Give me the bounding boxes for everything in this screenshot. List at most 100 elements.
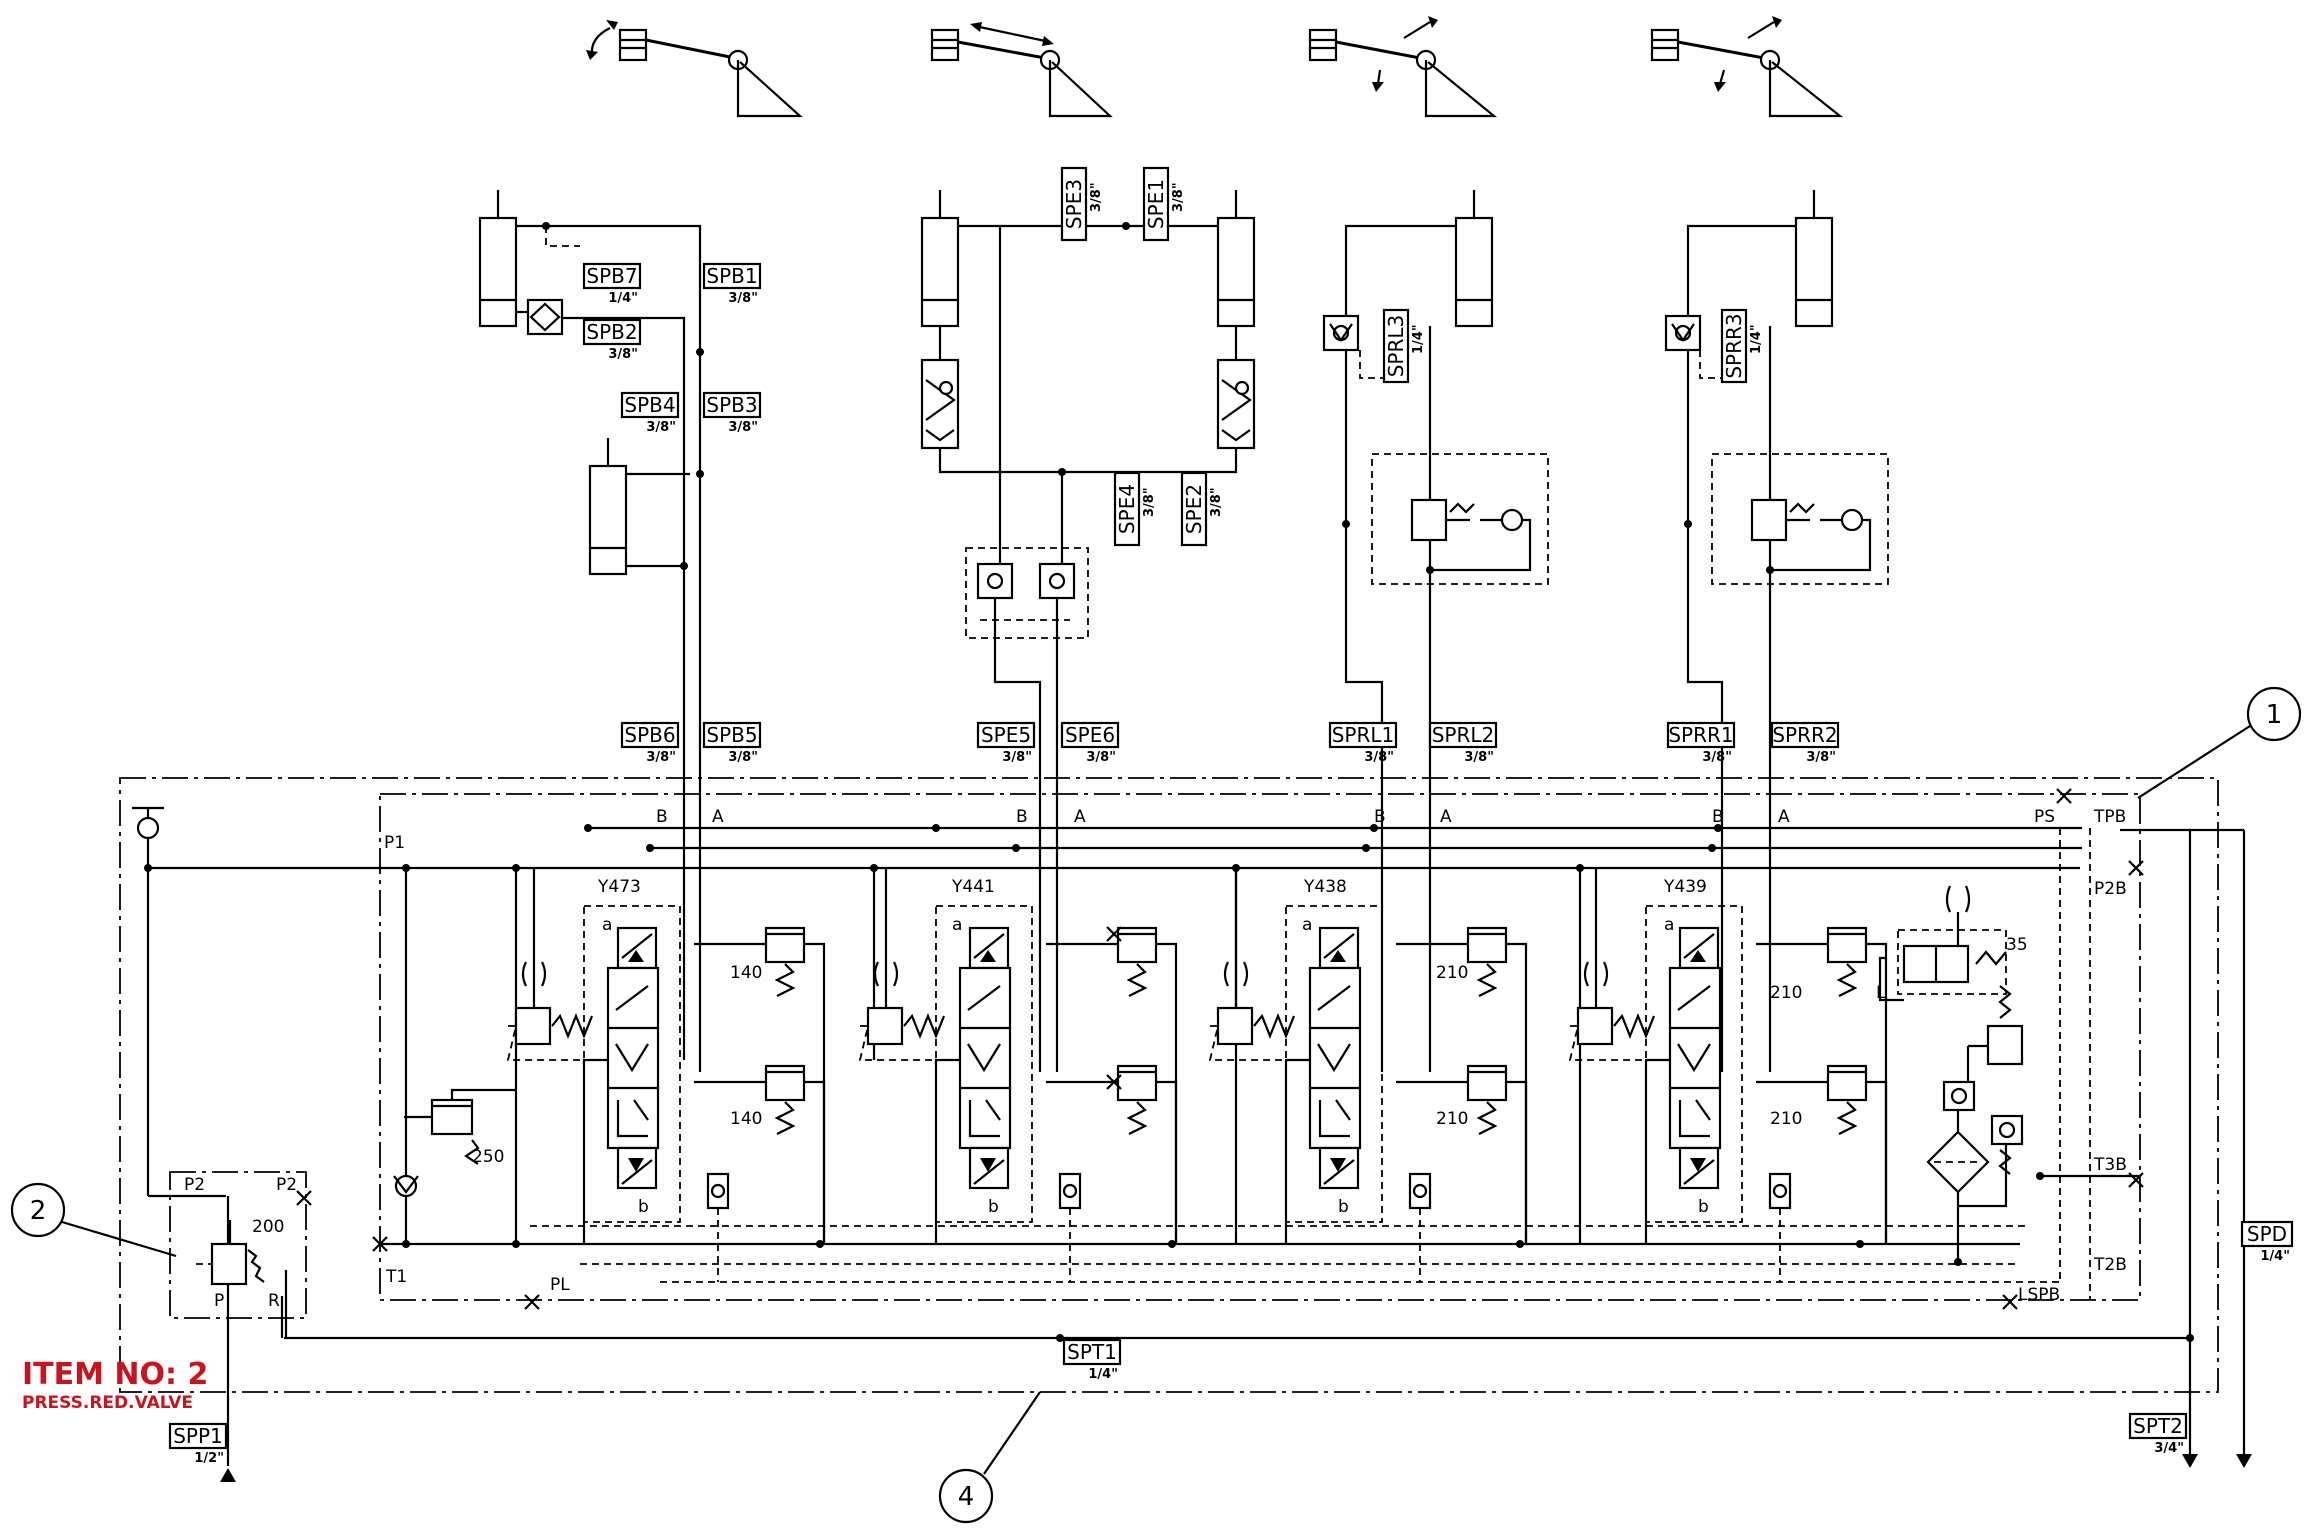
port-arrows xyxy=(220,1454,2252,1482)
port-spb6-size: 3/8" xyxy=(646,750,676,765)
port-r-label: R xyxy=(268,1291,280,1311)
outer-assembly-boundary xyxy=(119,777,2219,1393)
rotate-left-relief-label: 210 xyxy=(1436,1109,1468,1129)
port-spe5: SPE5 3/8" xyxy=(976,721,1036,765)
port-spe4-label: SPE4 xyxy=(1115,484,1139,534)
valve-sections xyxy=(506,868,1888,1282)
port-p-label: P xyxy=(214,1291,224,1311)
pilot-relief-valve xyxy=(1966,985,2024,1082)
pilot-a-label: a xyxy=(1664,915,1674,935)
port-sprl1-size: 3/8" xyxy=(1364,750,1394,765)
port-spe4-size: 3/8" xyxy=(1142,487,1157,517)
callout-4: 4 xyxy=(938,1391,1041,1524)
plugged-ports xyxy=(296,788,2144,1310)
cylinder-boom-2 xyxy=(588,438,628,576)
port-spe3-label: SPE3 xyxy=(1062,179,1086,229)
port-b-label: B xyxy=(1374,807,1386,827)
port-spb3-size: 3/8" xyxy=(728,420,758,435)
port-spe3-size: 3/8" xyxy=(1089,182,1104,212)
arm-pictogram-4 xyxy=(1650,16,1844,118)
check-valve-tank xyxy=(393,1174,419,1198)
port-a-label: A xyxy=(712,807,724,827)
load-hold-block-right xyxy=(1711,453,1889,585)
valve-y441-label: Y441 xyxy=(951,877,995,897)
port-p2b-label: P2B xyxy=(2094,879,2127,899)
control-section-1 xyxy=(506,868,826,1282)
port-spe5-label: SPE5 xyxy=(981,723,1031,747)
port-sprr2-size: 3/8" xyxy=(1806,750,1836,765)
pilot-b-label: b xyxy=(1338,1197,1349,1217)
port-sprr1: SPRR1 3/8" xyxy=(1666,721,1736,765)
pilot-supply-filter xyxy=(1926,1080,2024,1262)
port-sprr1-size: 3/8" xyxy=(1702,750,1732,765)
pilot-b-label: b xyxy=(638,1197,649,1217)
arm-pictogram-3 xyxy=(1308,16,1498,118)
port-sprl1-label: SPRL1 xyxy=(1332,723,1395,747)
port-a-label: A xyxy=(1778,807,1790,827)
arm-pictogram-1 xyxy=(586,20,803,118)
load-hold-block-left xyxy=(1371,453,1549,585)
port-spb4-size: 3/8" xyxy=(646,420,676,435)
item-number-subtitle: PRESS.RED.VALVE xyxy=(22,1393,193,1413)
control-section-2 xyxy=(858,868,1178,1282)
port-a-label: A xyxy=(1074,807,1086,827)
port-spp1-size: 1/2" xyxy=(194,1451,224,1466)
port-sprl1: SPRL1 3/8" xyxy=(1328,721,1398,765)
port-lspb-label: LSPB xyxy=(2018,1285,2060,1305)
port-spb4-label: SPB4 xyxy=(624,393,675,417)
port-sprr1-label: SPRR1 xyxy=(1668,723,1733,747)
pressure-reducing-valve-boundary xyxy=(169,1171,307,1319)
port-spt1-label: SPT1 xyxy=(1067,1340,1117,1364)
port-tpb-label: TPB xyxy=(2093,807,2126,827)
callout-1-text: 1 xyxy=(2266,700,2283,730)
port-ps-label: PS xyxy=(2034,807,2055,827)
port-spb1-label: SPB1 xyxy=(706,264,757,288)
junction-dots xyxy=(144,222,2194,1342)
check-valve-inlet xyxy=(132,806,164,840)
pilot-a-label: a xyxy=(952,915,962,935)
control-section-4 xyxy=(1568,868,1888,1282)
port-t3b-label: T3B xyxy=(2093,1155,2127,1175)
item-number-title: ITEM NO: 2 xyxy=(22,1357,208,1392)
cylinder-extension-left xyxy=(920,190,960,328)
port-spb2-size: 3/8" xyxy=(608,347,638,362)
port-spb4: SPB4 3/8" xyxy=(620,391,680,435)
manifold-galleries xyxy=(146,826,2246,1466)
pilot-pressure-label: 35 xyxy=(2006,935,2028,955)
port-sprl3-label: SPRL3 xyxy=(1384,315,1408,378)
cylinder-rotate-left xyxy=(1454,190,1494,328)
port-spb3: SPB3 3/8" xyxy=(702,391,762,435)
port-a-label: A xyxy=(1440,807,1452,827)
pilot-b-label: b xyxy=(988,1197,999,1217)
port-spb3-label: SPB3 xyxy=(706,393,757,417)
port-spe1-label: SPE1 xyxy=(1144,179,1168,229)
pilot-b-label: b xyxy=(1698,1197,1709,1217)
port-spe5-size: 3/8" xyxy=(1002,750,1032,765)
port-p2-label: P2 xyxy=(184,1175,205,1195)
port-sprl2-size: 3/8" xyxy=(1464,750,1494,765)
port-labels: SPB71/4"SPB13/8"SPB23/8"SPB43/8"SPB33/8"… xyxy=(168,166,2294,1466)
pressure-reducing-valve xyxy=(196,1220,284,1338)
reducer-setting-label: 200 xyxy=(252,1217,284,1237)
port-b-label: B xyxy=(1016,807,1028,827)
port-spb5-label: SPB5 xyxy=(706,723,757,747)
counterbalance-valve-left xyxy=(920,358,960,450)
pilot-a-label: a xyxy=(1302,915,1312,935)
port-t2b-label: T2B xyxy=(2093,1255,2127,1275)
control-section-3 xyxy=(1208,868,1528,1282)
relief-setting-label: 250 xyxy=(472,1147,504,1167)
